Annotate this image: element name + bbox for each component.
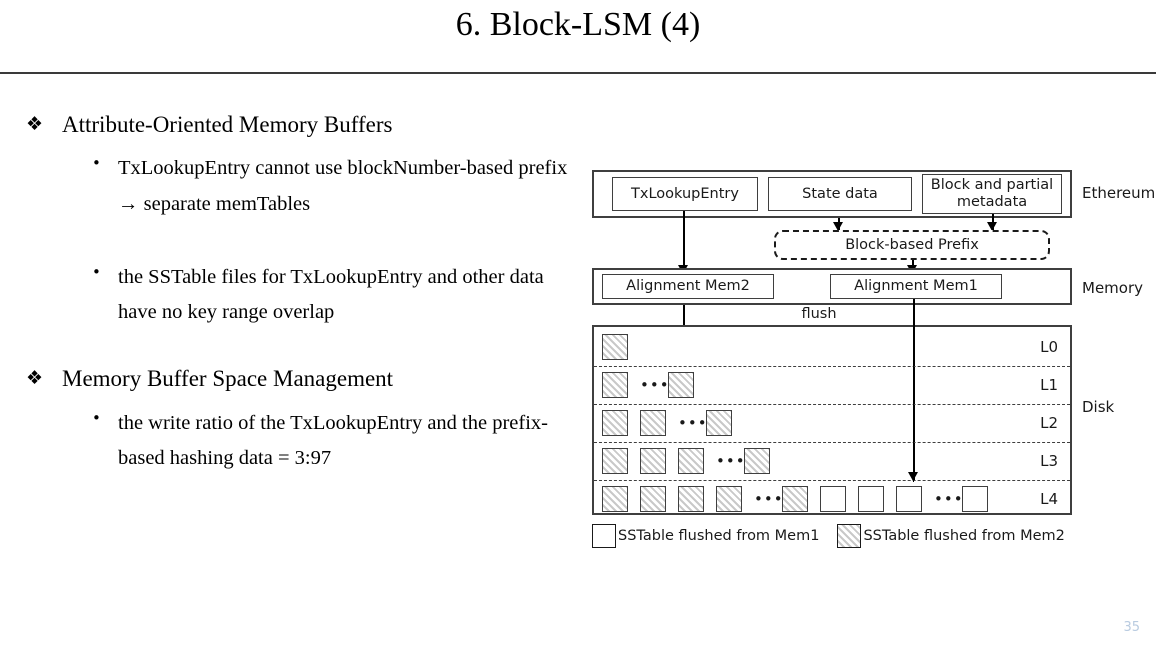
ellipsis-marker: ••• bbox=[934, 490, 964, 508]
bullet-spacer bbox=[20, 222, 568, 248]
sstable-mem2 bbox=[678, 486, 704, 512]
level-label-l3: L3 bbox=[1040, 452, 1058, 470]
bullet-spacer bbox=[20, 330, 568, 364]
bullet-level2-text: the write ratio of the TxLookupEntry and… bbox=[118, 411, 548, 470]
legend-label-mem2: SSTable flushed from Mem2 bbox=[863, 528, 1065, 544]
ellipsis-marker: ••• bbox=[716, 452, 746, 470]
level-label-l1: L1 bbox=[1040, 376, 1058, 394]
level-separator bbox=[594, 442, 1070, 443]
arrow-state-to-prefix-head bbox=[833, 222, 843, 231]
level-separator bbox=[594, 366, 1070, 367]
sstable-mem1 bbox=[962, 486, 988, 512]
sstable-mem1 bbox=[858, 486, 884, 512]
sstable-mem2 bbox=[602, 334, 628, 360]
sstable-mem2 bbox=[744, 448, 770, 474]
sstable-mem2 bbox=[640, 410, 666, 436]
dot-bullet-icon: • bbox=[92, 154, 101, 173]
bullet-level1-text: Memory Buffer Space Management bbox=[62, 366, 394, 392]
diamond-bullet-icon: ❖ bbox=[26, 113, 44, 135]
lsm-level-row: ••• ••• L4 bbox=[594, 480, 1070, 518]
ethereum-box-state-data: State data bbox=[768, 177, 912, 211]
arrow-metadata-to-prefix-head bbox=[987, 222, 997, 231]
page-number: 35 bbox=[1123, 620, 1140, 635]
disk-internal-guide-line bbox=[913, 327, 914, 482]
ellipsis-marker: ••• bbox=[678, 414, 708, 432]
memory-box-alignment-mem2: Alignment Mem2 bbox=[602, 274, 774, 299]
lsm-level-row: ••• L3 bbox=[594, 442, 1070, 480]
memory-box-alignment-mem1: Alignment Mem1 bbox=[830, 274, 1002, 299]
block-based-prefix-box: Block-based Prefix bbox=[774, 230, 1050, 260]
dot-bullet-icon: • bbox=[92, 262, 101, 281]
sstable-mem2 bbox=[678, 448, 704, 474]
lsm-level-row: ••• L1 bbox=[594, 366, 1070, 404]
ellipsis-marker: ••• bbox=[754, 490, 784, 508]
arrow-mem2-to-l0 bbox=[683, 305, 685, 331]
bullet-level2: • the write ratio of the TxLookupEntry a… bbox=[20, 406, 568, 477]
legend-swatch-mem2 bbox=[837, 524, 862, 548]
ethereum-box-txlookupentry: TxLookupEntry bbox=[612, 177, 758, 211]
title-divider bbox=[0, 72, 1156, 74]
layer-label-disk: Disk bbox=[1082, 398, 1115, 416]
arrow-txlookupentry-to-mem2 bbox=[683, 211, 685, 274]
bullet-level2: • TxLookupEntry cannot use blockNumber-b… bbox=[20, 151, 568, 222]
bullet-level1-text: Attribute-Oriented Memory Buffers bbox=[62, 112, 393, 137]
flush-label: flush bbox=[801, 306, 837, 322]
sstable-mem1 bbox=[820, 486, 846, 512]
diagram-legend: SSTable flushed from Mem1 SSTable flushe… bbox=[592, 522, 1112, 550]
disk-layer-container bbox=[592, 325, 1072, 515]
bullet-level1: ❖ Attribute-Oriented Memory Buffers bbox=[20, 110, 568, 139]
bullet-level2-text: the SSTable files for TxLookupEntry and … bbox=[118, 265, 544, 324]
sstable-mem2 bbox=[602, 410, 628, 436]
sstable-mem2 bbox=[668, 372, 694, 398]
bullet-level1: ❖ Memory Buffer Space Management bbox=[20, 364, 568, 393]
dot-bullet-icon: • bbox=[92, 408, 101, 427]
legend-swatch-mem1 bbox=[592, 524, 616, 548]
sstable-mem2 bbox=[640, 486, 666, 512]
layer-label-memory: Memory bbox=[1082, 279, 1144, 297]
sstable-mem1 bbox=[896, 486, 922, 512]
sstable-mem2 bbox=[782, 486, 808, 512]
lsm-level-row: L0 bbox=[594, 328, 1070, 366]
level-label-l2: L2 bbox=[1040, 414, 1058, 432]
level-separator bbox=[594, 480, 1070, 481]
level-label-l4: L4 bbox=[1040, 490, 1058, 508]
page-title: 6. Block-LSM (4) bbox=[455, 6, 701, 43]
sstable-mem2 bbox=[716, 486, 742, 512]
diamond-bullet-icon: ❖ bbox=[26, 367, 44, 390]
ellipsis-marker: ••• bbox=[640, 376, 670, 394]
sstable-mem2 bbox=[602, 372, 628, 398]
layer-label-ethereum: Ethereum bbox=[1082, 184, 1156, 202]
lsm-level-row: ••• L2 bbox=[594, 404, 1070, 442]
bullet-level2: • the SSTable files for TxLookupEntry an… bbox=[20, 260, 568, 331]
block-lsm-architecture-diagram: TxLookupEntry State data Block and parti… bbox=[588, 160, 1155, 560]
level-label-l0: L0 bbox=[1040, 338, 1058, 356]
sstable-mem2 bbox=[640, 448, 666, 474]
bullet-list: ❖ Attribute-Oriented Memory Buffers • Tx… bbox=[20, 110, 568, 476]
sstable-mem2 bbox=[706, 410, 732, 436]
arrow-mem1-to-l4 bbox=[913, 299, 915, 480]
sstable-mem2 bbox=[602, 486, 628, 512]
sstable-mem2 bbox=[602, 448, 628, 474]
legend-label-mem1: SSTable flushed from Mem1 bbox=[618, 528, 820, 544]
bullet-level2-text: TxLookupEntry cannot use blockNumber-bas… bbox=[118, 157, 568, 215]
ethereum-box-block-metadata: Block and partial metadata bbox=[922, 174, 1062, 214]
level-separator bbox=[594, 404, 1070, 405]
